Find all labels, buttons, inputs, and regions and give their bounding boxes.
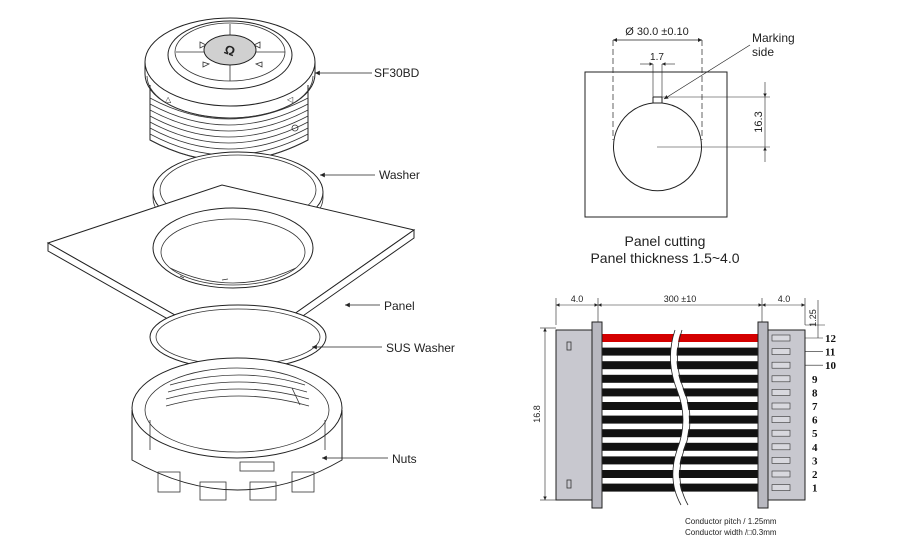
dim-pitch: 1.25 xyxy=(808,309,818,327)
label-washer: Washer xyxy=(379,168,420,182)
right-connector-flange xyxy=(757,321,769,509)
note-conductor-width: Conductor width /□0.3mm xyxy=(685,528,777,537)
dim-connector-height: 16.8 xyxy=(532,405,542,423)
right-connector-contacts xyxy=(771,334,791,491)
contact-4 xyxy=(771,443,791,451)
left-connector-flange xyxy=(591,321,603,509)
pin-label-2: 2 xyxy=(812,469,818,481)
wire-6 xyxy=(600,415,762,424)
pin-label-10: 10 xyxy=(825,360,837,372)
marking-side-line1: Marking xyxy=(752,31,795,45)
wire-10 xyxy=(600,361,762,370)
pin-label-6: 6 xyxy=(812,415,818,427)
pin-label-1: 1 xyxy=(812,483,818,495)
nut xyxy=(131,357,343,501)
contact-6 xyxy=(771,416,791,423)
label-sus-washer: SUS Washer xyxy=(386,341,455,355)
pin-label-11: 11 xyxy=(825,347,835,359)
label-nuts: Nuts xyxy=(392,452,417,466)
wire-5 xyxy=(600,429,762,438)
dim-cable-length: 300 ±10 xyxy=(664,294,696,304)
marking-side-line2: side xyxy=(752,45,774,59)
dim-diameter: Ø 30.0 ±0.10 xyxy=(625,26,689,38)
dim-height: 16.3 xyxy=(753,111,765,132)
wire-12 xyxy=(600,334,762,342)
wire-11 xyxy=(600,347,762,356)
contact-9 xyxy=(771,375,791,383)
panel-cutting-drawing: Ø 30.0 ±0.10 1.7 16.3 Marking side Panel… xyxy=(584,26,795,266)
contact-7 xyxy=(771,402,791,410)
panel-cutout-outline xyxy=(584,71,728,218)
button-mark: Ω xyxy=(222,42,237,60)
contact-10 xyxy=(771,361,791,369)
contact-8 xyxy=(771,389,791,396)
pin-label-9: 9 xyxy=(812,374,818,386)
switch-sf30bd: Ω △ ◁ xyxy=(144,17,316,162)
contact-5 xyxy=(771,429,791,437)
dim-right-length: 4.0 xyxy=(778,294,791,304)
wire-2 xyxy=(600,470,762,478)
wire-7 xyxy=(600,402,762,410)
svg-text:◁: ◁ xyxy=(287,95,294,104)
left-connector xyxy=(555,329,599,501)
pin-label-12: 12 xyxy=(825,333,837,345)
note-conductor-pitch: Conductor pitch / 1.25mm xyxy=(685,517,777,526)
panel-plate xyxy=(46,184,416,361)
wire-9 xyxy=(600,374,762,383)
svg-text:△: △ xyxy=(165,95,172,104)
exploded-assembly: Ω △ ◁ SF30BD Washer Panel xyxy=(46,17,455,501)
pin-label-4: 4 xyxy=(812,442,818,454)
contact-1 xyxy=(771,484,791,491)
pin-label-7: 7 xyxy=(812,401,818,413)
contact-12 xyxy=(771,334,791,342)
panel-thickness-caption: Panel thickness 1.5~4.0 xyxy=(590,250,739,266)
label-sf30bd: SF30BD xyxy=(374,66,420,80)
pin-label-5: 5 xyxy=(812,428,818,440)
contact-2 xyxy=(771,470,791,478)
pin-label-3: 3 xyxy=(812,455,818,467)
contact-3 xyxy=(771,457,791,464)
label-panel: Panel xyxy=(384,299,415,313)
dim-left-length: 4.0 xyxy=(571,294,584,304)
panel-cutting-caption: Panel cutting xyxy=(625,233,706,249)
dim-key-width: 1.7 xyxy=(650,52,664,63)
contact-11 xyxy=(771,348,791,355)
wire-bundle xyxy=(600,334,762,492)
pin-label-8: 8 xyxy=(812,387,818,399)
